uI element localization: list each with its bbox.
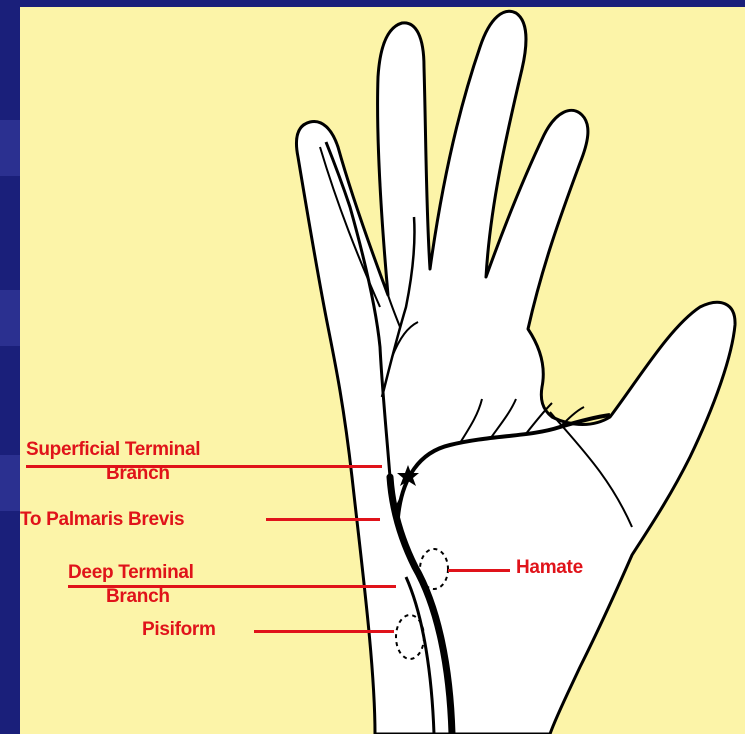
label-to-palmaris-brevis: To Palmaris Brevis: [20, 510, 184, 530]
label-hamate: Hamate: [516, 558, 583, 578]
label-deep-terminal-branch-line2: Branch: [106, 587, 170, 607]
leader-to-palmaris-brevis: [266, 518, 380, 521]
leader-pisiform: [254, 630, 394, 633]
background-stripe: [0, 120, 20, 176]
background-stripe: [0, 290, 20, 346]
hand-outline: [297, 11, 736, 734]
background-stripe: [0, 455, 20, 511]
leader-superficial-terminal-branch: [26, 465, 382, 468]
label-line: Superficial Terminal: [26, 440, 200, 460]
label-deep-terminal-branch: Deep Terminal: [68, 563, 194, 583]
label-pisiform: Pisiform: [142, 620, 216, 640]
leader-hamate: [448, 569, 510, 572]
label-line: Deep Terminal: [68, 563, 194, 583]
label-line: Branch: [106, 587, 170, 607]
diagram-panel: Superficial Terminal Branch To Palmaris …: [20, 7, 745, 734]
hand-diagram: [20, 7, 745, 734]
leader-deep-terminal-branch: [68, 585, 396, 588]
label-superficial-terminal-branch: Superficial Terminal: [26, 440, 200, 460]
